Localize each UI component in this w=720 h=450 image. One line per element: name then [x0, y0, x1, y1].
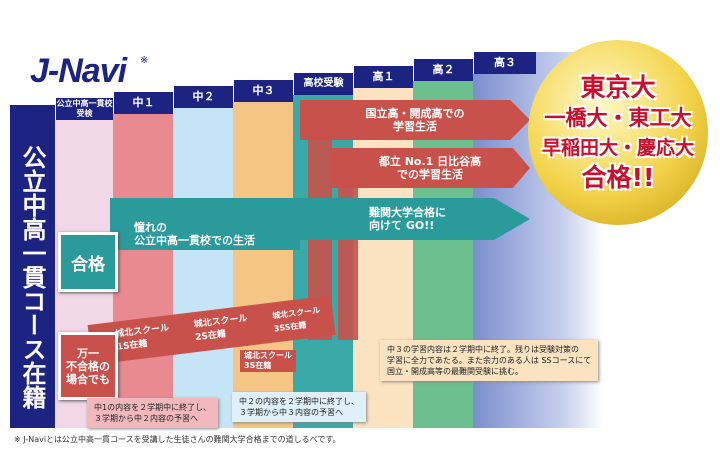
column-header: 高１: [353, 66, 413, 88]
medal-line: 一橋大・東工大: [544, 105, 692, 130]
stage-1s: 城北スクール 1S在籍: [114, 323, 170, 353]
side-label: 公立中高一貫コース在籍: [10, 105, 55, 428]
route-label: 難関大学合格に 向けて GO!!: [369, 206, 446, 232]
route-curve: [338, 165, 358, 340]
note-jh2: 中２の内容を２学期中に終了し、 ３学期から中３内容の予習へ: [232, 392, 366, 422]
column-header: 公立中高一貫校受検: [55, 98, 113, 120]
university-medal: 東京大 一橋大・東工大 早稲田大・慶応大 合格!!: [528, 40, 708, 225]
medal-line: 東京大: [580, 72, 656, 102]
medal-line: 早稲田大・慶応大: [541, 136, 694, 159]
note-jh3: 中３の学習内容は２学期中に終了。残りは受験対策の 学習に全力であたる。また余力の…: [380, 340, 599, 381]
stage-2s: 城北スクール 2S在籍: [193, 313, 249, 344]
j-navi-logo: J-Navi: [30, 52, 127, 90]
column-header: 中２: [173, 86, 233, 108]
route-hibiya: 都立 No.1 日比谷高 での学習生活: [330, 148, 530, 188]
stage-3ss: 城北スクール 3SS在籍: [271, 305, 321, 334]
medal-line: 合格!!: [581, 162, 655, 192]
column-jh3: 中３: [233, 80, 293, 428]
note-jh1: 中1の内容を２学期中に終了し、 ３学期から中２内容の予習へ: [87, 398, 219, 428]
pass-band-label: 憧れの 公立中高一貫校での生活: [134, 221, 255, 247]
route-label: 国立高・開成高での 学習生活: [365, 107, 465, 133]
route-national-kaisei: 国立高・開成高での 学習生活: [300, 100, 530, 140]
column-header: 中１: [113, 92, 173, 114]
column-header: 高２: [413, 59, 473, 81]
column-header: 高校受験: [293, 73, 353, 95]
stage-3s: 城北スクール 3S在籍: [240, 350, 296, 372]
fail-badge: 万一 不合格の 場合でも: [58, 332, 118, 400]
column-jh1: 中１: [113, 92, 173, 428]
pass-band: 憧れの 公立中高一貫校での生活: [110, 218, 300, 250]
pass-badge: 合格: [58, 232, 118, 292]
column-header: 高３: [473, 52, 536, 74]
column-jh2: 中２: [173, 86, 233, 428]
logo-footnote-mark: ※: [140, 55, 149, 66]
footnote: ※ J-Naviとは公立中高一貫コースを受講した生徒さんの難関大学合格までの道し…: [14, 435, 341, 444]
route-label: 都立 No.1 日比谷高 での学習生活: [378, 155, 482, 181]
column-header: 中３: [233, 80, 293, 102]
